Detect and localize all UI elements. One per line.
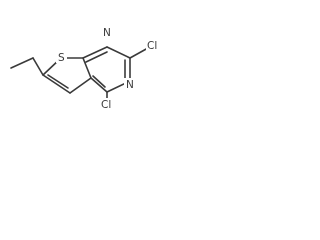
atom-nitrogen-3: N bbox=[124, 78, 136, 91]
nitrogen-3-label: N bbox=[126, 79, 134, 91]
chlorine-2-label: Cl bbox=[147, 40, 157, 52]
bond-ethyl-ch3-ch2 bbox=[10, 57, 34, 69]
bond-n1-c2 bbox=[106, 46, 131, 59]
molecule-structure-diagram: S N N Cl Cl bbox=[10, 26, 162, 111]
atom-chlorine-4: Cl bbox=[100, 98, 116, 111]
atom-nitrogen-1: N bbox=[101, 26, 113, 39]
bond-c5-c6 bbox=[42, 74, 71, 94]
bond-c4-c4a bbox=[90, 77, 108, 93]
bond-c7a-n1-double bbox=[85, 51, 108, 63]
bond-c5-c6-double bbox=[47, 74, 69, 89]
sulfur-label: S bbox=[58, 52, 65, 64]
bond-c4-c4a-double bbox=[92, 75, 106, 88]
bond-c7a-n1 bbox=[82, 46, 108, 59]
atom-chlorine-2: Cl bbox=[146, 39, 162, 52]
atom-sulfur: S bbox=[56, 51, 67, 64]
bond-c4a-c5 bbox=[69, 77, 92, 94]
bond-c2-cl bbox=[129, 47, 149, 59]
bond-c7a-c4a bbox=[82, 57, 92, 79]
nitrogen-1-label: N bbox=[103, 27, 111, 39]
chlorine-4-label: Cl bbox=[101, 99, 111, 111]
bond-ethyl-ch2-c6 bbox=[32, 57, 44, 76]
